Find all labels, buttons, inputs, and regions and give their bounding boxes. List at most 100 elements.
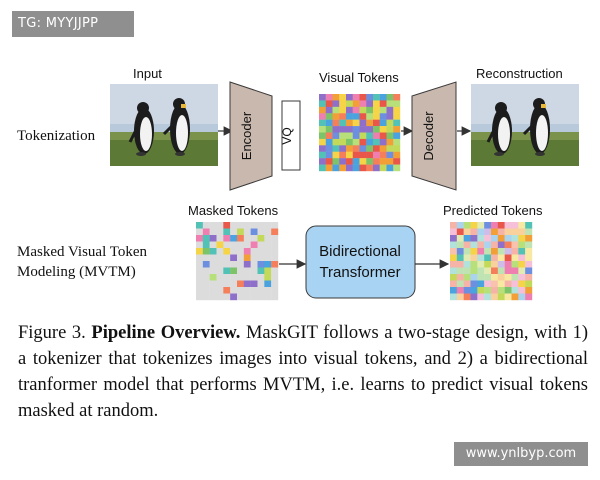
token-cell	[373, 106, 380, 114]
token-cell	[196, 235, 204, 242]
token-cell	[230, 254, 238, 262]
token-cell	[393, 113, 401, 120]
token-cell	[209, 267, 217, 275]
token-cell	[450, 261, 458, 268]
token-cell	[456, 267, 464, 275]
token-cell	[511, 280, 519, 288]
token-cell	[223, 261, 231, 268]
token-cell	[319, 151, 326, 159]
token-cell	[504, 267, 512, 275]
token-cell	[216, 293, 224, 301]
token-cell	[463, 248, 471, 255]
token-cell	[359, 145, 367, 152]
token-cell	[470, 287, 478, 294]
token-cell	[497, 241, 505, 249]
token-cell	[319, 100, 326, 108]
token-cell	[250, 274, 258, 281]
token-cell	[484, 274, 492, 281]
token-cell	[196, 280, 204, 288]
token-cell	[484, 228, 492, 236]
token-cell	[379, 145, 387, 152]
token-cell	[463, 241, 471, 249]
encoder-label: Encoder	[239, 111, 254, 160]
pipeline-diagram: Encoder VQ Decoder	[110, 81, 579, 301]
encoder-block	[229, 81, 273, 191]
token-cell	[359, 94, 367, 101]
token-cell	[196, 248, 204, 255]
token-cell	[319, 132, 326, 140]
token-cell	[470, 274, 478, 281]
token-cell	[332, 119, 340, 127]
token-cell	[319, 145, 326, 152]
token-cell	[216, 248, 224, 255]
token-cell	[470, 267, 478, 275]
vq-label: VQ	[280, 127, 294, 144]
token-cell	[525, 248, 533, 255]
token-cell	[393, 100, 401, 108]
token-cell	[386, 113, 394, 120]
token-cell	[477, 274, 485, 281]
token-cell	[209, 261, 217, 268]
token-cell	[366, 100, 374, 108]
token-cell	[339, 113, 347, 120]
token-cell	[450, 222, 458, 229]
token-cell	[243, 267, 251, 275]
token-cell	[209, 293, 217, 301]
input-grass	[110, 136, 218, 166]
token-cell	[202, 235, 210, 242]
token-cell	[379, 126, 387, 133]
token-cell	[352, 145, 360, 152]
token-cell	[379, 158, 387, 165]
decoder-block	[411, 81, 457, 191]
token-cell	[352, 138, 360, 146]
token-cell	[332, 138, 340, 146]
token-cell	[484, 293, 492, 301]
token-cell	[237, 235, 245, 242]
token-cell	[216, 228, 224, 236]
mvtm-row-label-line2: Modeling (MVTM)	[17, 264, 136, 280]
token-cell	[373, 126, 380, 133]
token-cell	[504, 261, 512, 268]
token-cell	[463, 280, 471, 288]
token-cell	[359, 100, 367, 108]
token-cell	[366, 164, 374, 172]
figure-caption: Figure 3. Pipeline Overview. MaskGIT fol…	[18, 320, 588, 424]
token-cell	[504, 280, 512, 288]
predicted-tokens-label: Predicted Tokens	[443, 203, 543, 218]
caption-body: MaskGIT follows a two-stage design, with…	[18, 323, 589, 421]
token-cell	[271, 248, 279, 255]
token-cell	[504, 254, 512, 262]
token-cell	[386, 94, 394, 101]
token-cell	[264, 228, 272, 236]
token-cell	[511, 254, 519, 262]
token-cell	[470, 261, 478, 268]
token-cell	[491, 228, 499, 236]
token-cell	[209, 222, 217, 229]
token-cell	[346, 164, 353, 172]
token-cell	[359, 158, 367, 165]
token-cell	[196, 293, 204, 301]
token-cell	[456, 287, 464, 294]
token-cell	[243, 241, 251, 249]
token-cell	[332, 126, 340, 133]
token-cell	[525, 261, 533, 268]
token-cell	[386, 126, 394, 133]
token-cell	[216, 261, 224, 268]
token-cell	[346, 145, 353, 152]
token-cell	[366, 145, 374, 152]
token-cell	[243, 274, 251, 281]
token-cell	[518, 280, 526, 288]
token-cell	[237, 267, 245, 275]
token-cell	[325, 126, 333, 133]
token-cell	[319, 113, 326, 120]
masked-tokens-grid	[196, 222, 279, 301]
token-cell	[373, 113, 380, 120]
token-cell	[456, 274, 464, 281]
masked-tokens-label: Masked Tokens	[188, 203, 279, 218]
token-cell	[202, 222, 210, 229]
token-cell	[484, 267, 492, 275]
token-cell	[216, 241, 224, 249]
token-cell	[379, 151, 387, 159]
token-cell	[477, 287, 485, 294]
token-cell	[484, 235, 492, 242]
